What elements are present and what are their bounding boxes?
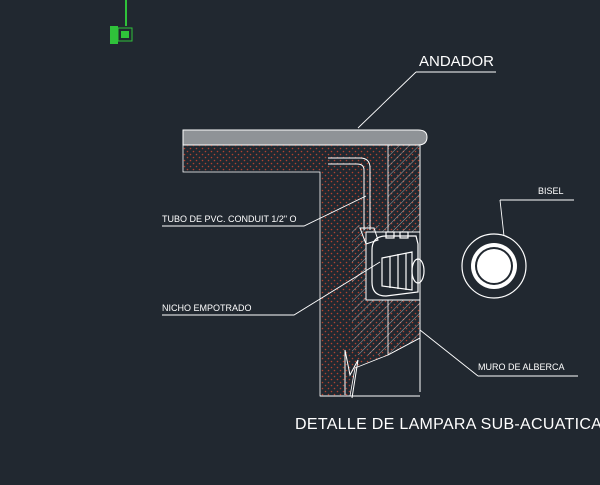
label-andador: ANDADOR	[419, 53, 494, 70]
leader-lines	[162, 71, 578, 377]
label-tubo: TUBO DE PVC. CONDUIT 1/2" O	[162, 214, 297, 224]
label-bisel: BISEL	[538, 186, 564, 196]
ucs-icon	[110, 0, 133, 44]
drawing-title: DETALLE DE LAMPARA SUB-ACUATICA	[295, 416, 600, 433]
label-muro: MURO DE ALBERCA	[478, 362, 565, 372]
break-line	[320, 338, 421, 399]
bisel-symbol	[461, 233, 527, 299]
pvc-conduit	[328, 157, 379, 245]
andador-coping	[182, 129, 428, 146]
label-nicho: NICHO EMPOTRADO	[162, 303, 252, 313]
